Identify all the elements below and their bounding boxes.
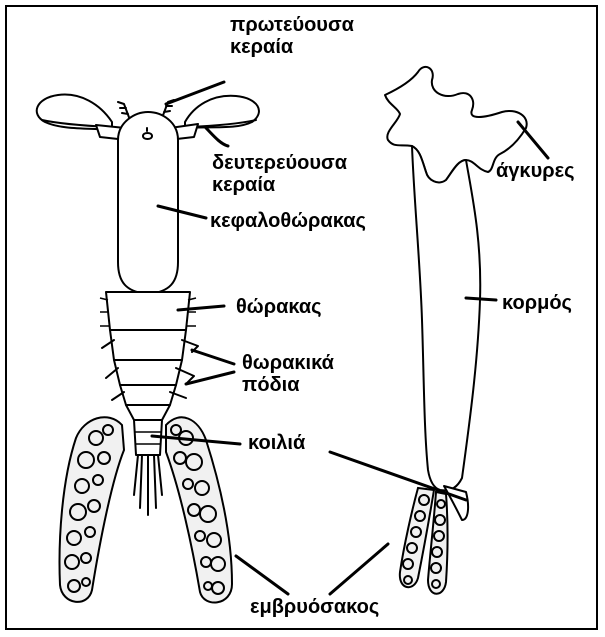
second-antenna-right [168, 96, 259, 140]
second-antenna-left [37, 95, 127, 140]
pointer-egg-sac-left [236, 556, 288, 594]
parasite-right [385, 67, 527, 594]
trunk-body [412, 146, 480, 490]
egg-sac-left [60, 417, 124, 602]
label-second-antenna-line1: δευτερεύουσα [212, 152, 347, 174]
pointer-thoracic-legs-1 [192, 350, 234, 364]
thorax-segments [100, 292, 196, 420]
label-thoracic-legs-line1: θωρακικά [242, 352, 334, 374]
pointer-trunk [466, 298, 496, 300]
egg-sac-pair-right [400, 488, 448, 594]
label-trunk: κορμός [502, 292, 572, 314]
label-second-antenna-line2: κεραία [212, 174, 275, 196]
label-first-antenna-line1: πρωτεύουσα [230, 14, 354, 36]
label-thorax: θώρακας [236, 296, 322, 318]
abdomen [134, 420, 162, 515]
egg-sac-right [166, 417, 232, 602]
pointer-egg-sac-right [330, 544, 388, 594]
label-egg-sacs: εμβρυόσακος [250, 596, 379, 618]
label-cephalothorax: κεφαλοθώρακας [210, 210, 366, 232]
pointer-anchors [518, 122, 548, 158]
label-first-antenna-line2: κεραία [230, 36, 293, 58]
label-thoracic-legs-line2: πόδια [242, 374, 300, 396]
label-abdomen: κοιλιά [248, 432, 305, 454]
label-anchors: άγκυρες [496, 160, 574, 182]
pointer-second-antenna [206, 128, 228, 146]
